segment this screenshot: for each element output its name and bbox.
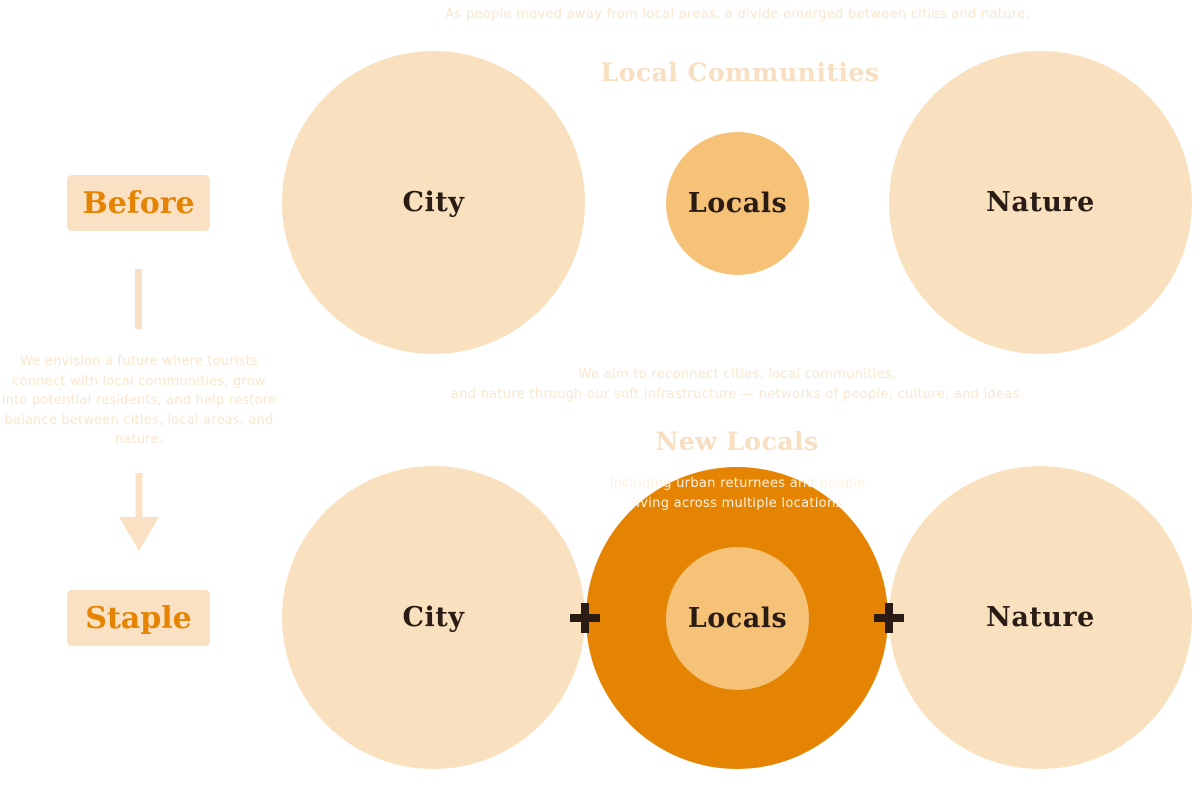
before-nature-circle: Nature: [889, 51, 1192, 354]
vision-text: We envision a future where tourists conn…: [1, 354, 277, 447]
timeline-line: [135, 269, 142, 329]
local-communities-heading: Local Communities: [600, 58, 880, 87]
plus-icon: [570, 603, 600, 633]
mission-line-1: We aim to reconnect cities, local commun…: [578, 367, 897, 382]
after-nature-circle: Nature: [889, 466, 1192, 769]
before-locals-label: Locals: [687, 188, 788, 219]
before-nature-label: Nature: [986, 187, 1095, 218]
mission-line-2: and nature through our soft infrastructu…: [450, 387, 1025, 402]
before-city-label: City: [402, 187, 465, 218]
new-locals-description: Including urban returnees and people liv…: [609, 476, 866, 511]
new-locals-heading: New Locals: [655, 427, 819, 456]
after-city-circle: City: [282, 466, 585, 769]
before-badge: Before: [67, 175, 210, 231]
before-city-circle: City: [282, 51, 585, 354]
after-city-label: City: [402, 602, 465, 633]
after-locals-circle: Locals: [666, 547, 809, 690]
intro-text: As people moved away from local areas, a…: [445, 7, 1030, 22]
after-locals-label: Locals: [687, 603, 788, 634]
staple-badge: Staple: [67, 590, 210, 646]
after-nature-label: Nature: [986, 602, 1095, 633]
plus-icon: [874, 603, 904, 633]
mission-text: We aim to reconnect cities, local commun…: [380, 365, 1095, 405]
before-locals-circle: Locals: [666, 132, 809, 275]
down-arrow-icon: [119, 473, 159, 551]
